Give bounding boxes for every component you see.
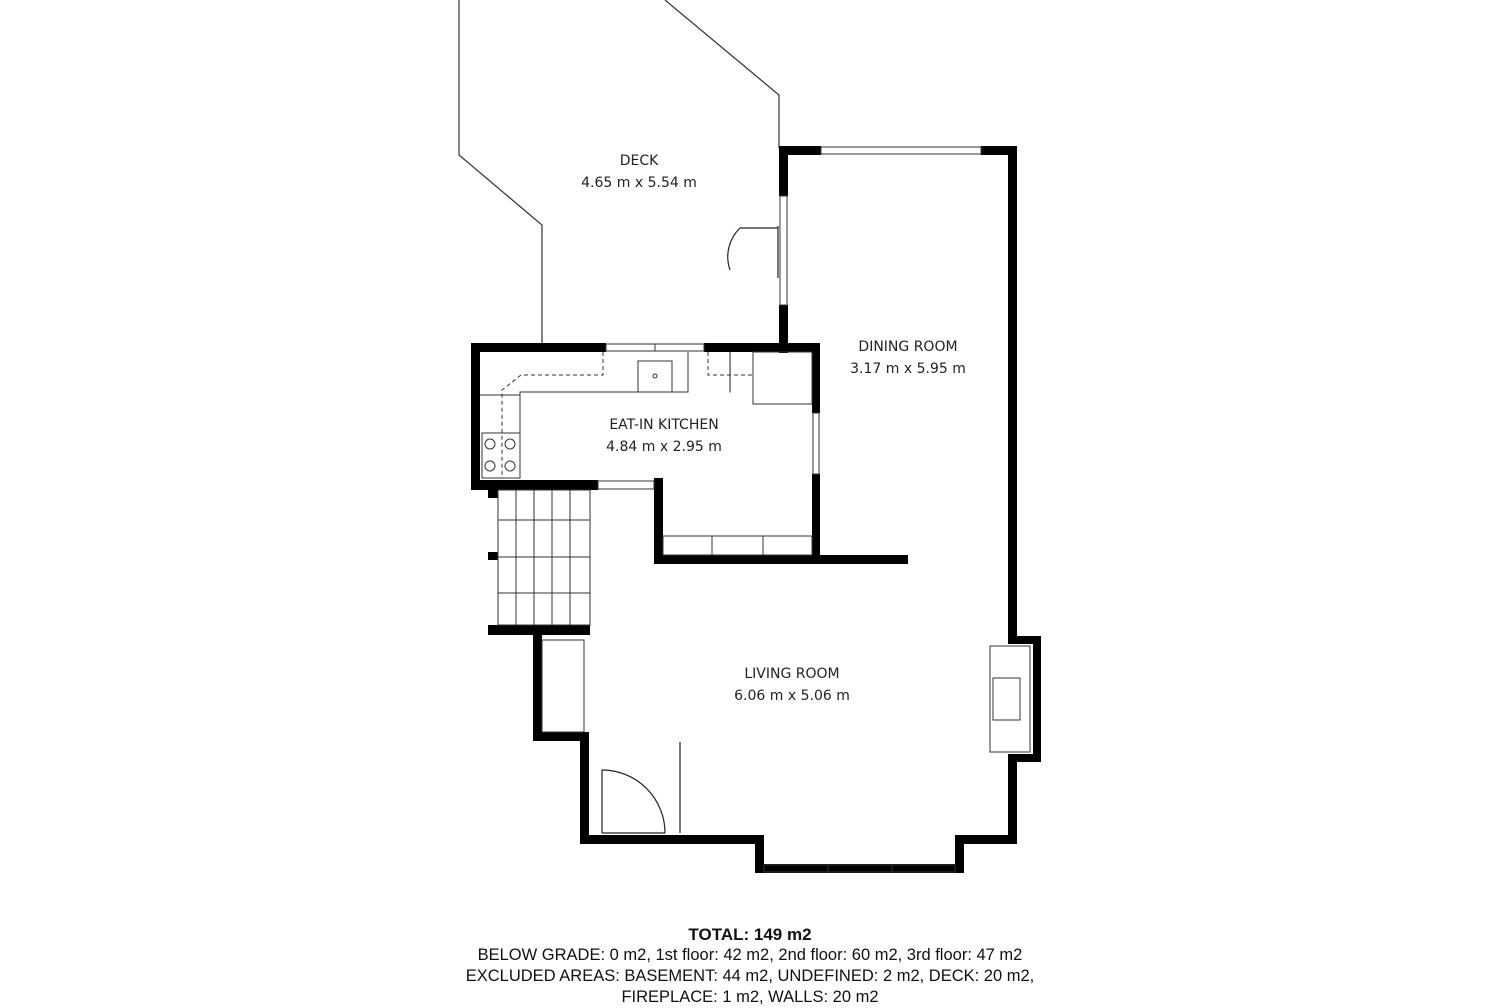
doors — [602, 226, 778, 833]
total-area: TOTAL: 149 m2 — [0, 924, 1500, 945]
room-dining: DINING ROOM 3.17 m x 5.95 m — [850, 336, 966, 380]
room-dimensions: 4.65 m x 5.54 m — [581, 172, 697, 194]
room-name: LIVING ROOM — [734, 663, 850, 685]
room-name: DINING ROOM — [850, 336, 966, 358]
walls — [471, 146, 1041, 873]
room-name: EAT-IN KITCHEN — [606, 414, 722, 436]
room-dimensions: 4.84 m x 2.95 m — [606, 436, 722, 458]
room-living: LIVING ROOM 6.06 m x 5.06 m — [734, 663, 850, 707]
room-deck: DECK 4.65 m x 5.54 m — [581, 150, 697, 194]
summary-line-2: EXCLUDED AREAS: BASEMENT: 44 m2, UNDEFIN… — [0, 966, 1500, 987]
area-summary: TOTAL: 149 m2 BELOW GRADE: 0 m2, 1st flo… — [0, 924, 1500, 1008]
stairs — [498, 490, 590, 732]
fireplace — [990, 646, 1030, 752]
summary-line-1: BELOW GRADE: 0 m2, 1st floor: 42 m2, 2nd… — [0, 945, 1500, 966]
summary-line-3: FIREPLACE: 1 m2, WALLS: 20 m2 — [0, 987, 1500, 1008]
room-name: DECK — [581, 150, 697, 172]
room-dimensions: 3.17 m x 5.95 m — [850, 358, 966, 380]
room-dimensions: 6.06 m x 5.06 m — [734, 685, 850, 707]
room-kitchen: EAT-IN KITCHEN 4.84 m x 2.95 m — [606, 414, 722, 458]
